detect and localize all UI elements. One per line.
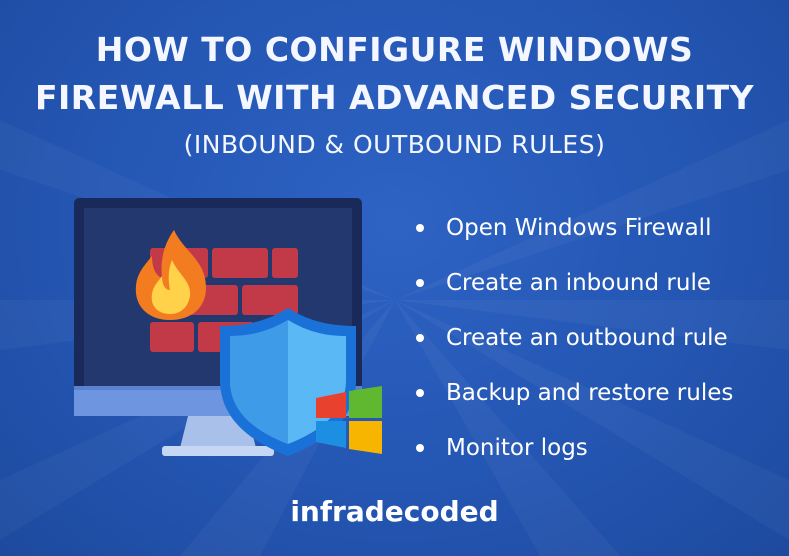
list-item: Backup and restore rules [412,365,733,420]
page-title-line-2: FIREWALL WITH ADVANCED SECURITY [34,78,755,117]
steps-list: Open Windows Firewall Create an inbound … [412,200,733,475]
list-item: Create an outbound rule [412,310,733,365]
page-title-line-1: HOW TO CONFIGURE WINDOWS [95,30,694,69]
brand-logo: infradecoded [290,495,499,528]
windows-logo-icon [316,386,382,454]
firewall-illustration [74,198,382,456]
step-label: Backup and restore rules [446,379,734,406]
step-label: Monitor logs [446,434,588,461]
step-label: Create an outbound rule [446,324,728,351]
step-label: Open Windows Firewall [446,214,712,241]
flame-icon [135,230,206,320]
bullet-icon [416,443,424,452]
bullet-icon [416,333,424,342]
list-item: Create an inbound rule [412,255,733,310]
bullet-icon [416,388,424,397]
page-subtitle: (INBOUND & OUTBOUND RULES) [183,130,606,159]
step-label: Create an inbound rule [446,269,711,296]
list-item: Monitor logs [412,420,733,475]
bullet-icon [416,223,424,232]
bullet-icon [416,278,424,287]
list-item: Open Windows Firewall [412,200,733,255]
